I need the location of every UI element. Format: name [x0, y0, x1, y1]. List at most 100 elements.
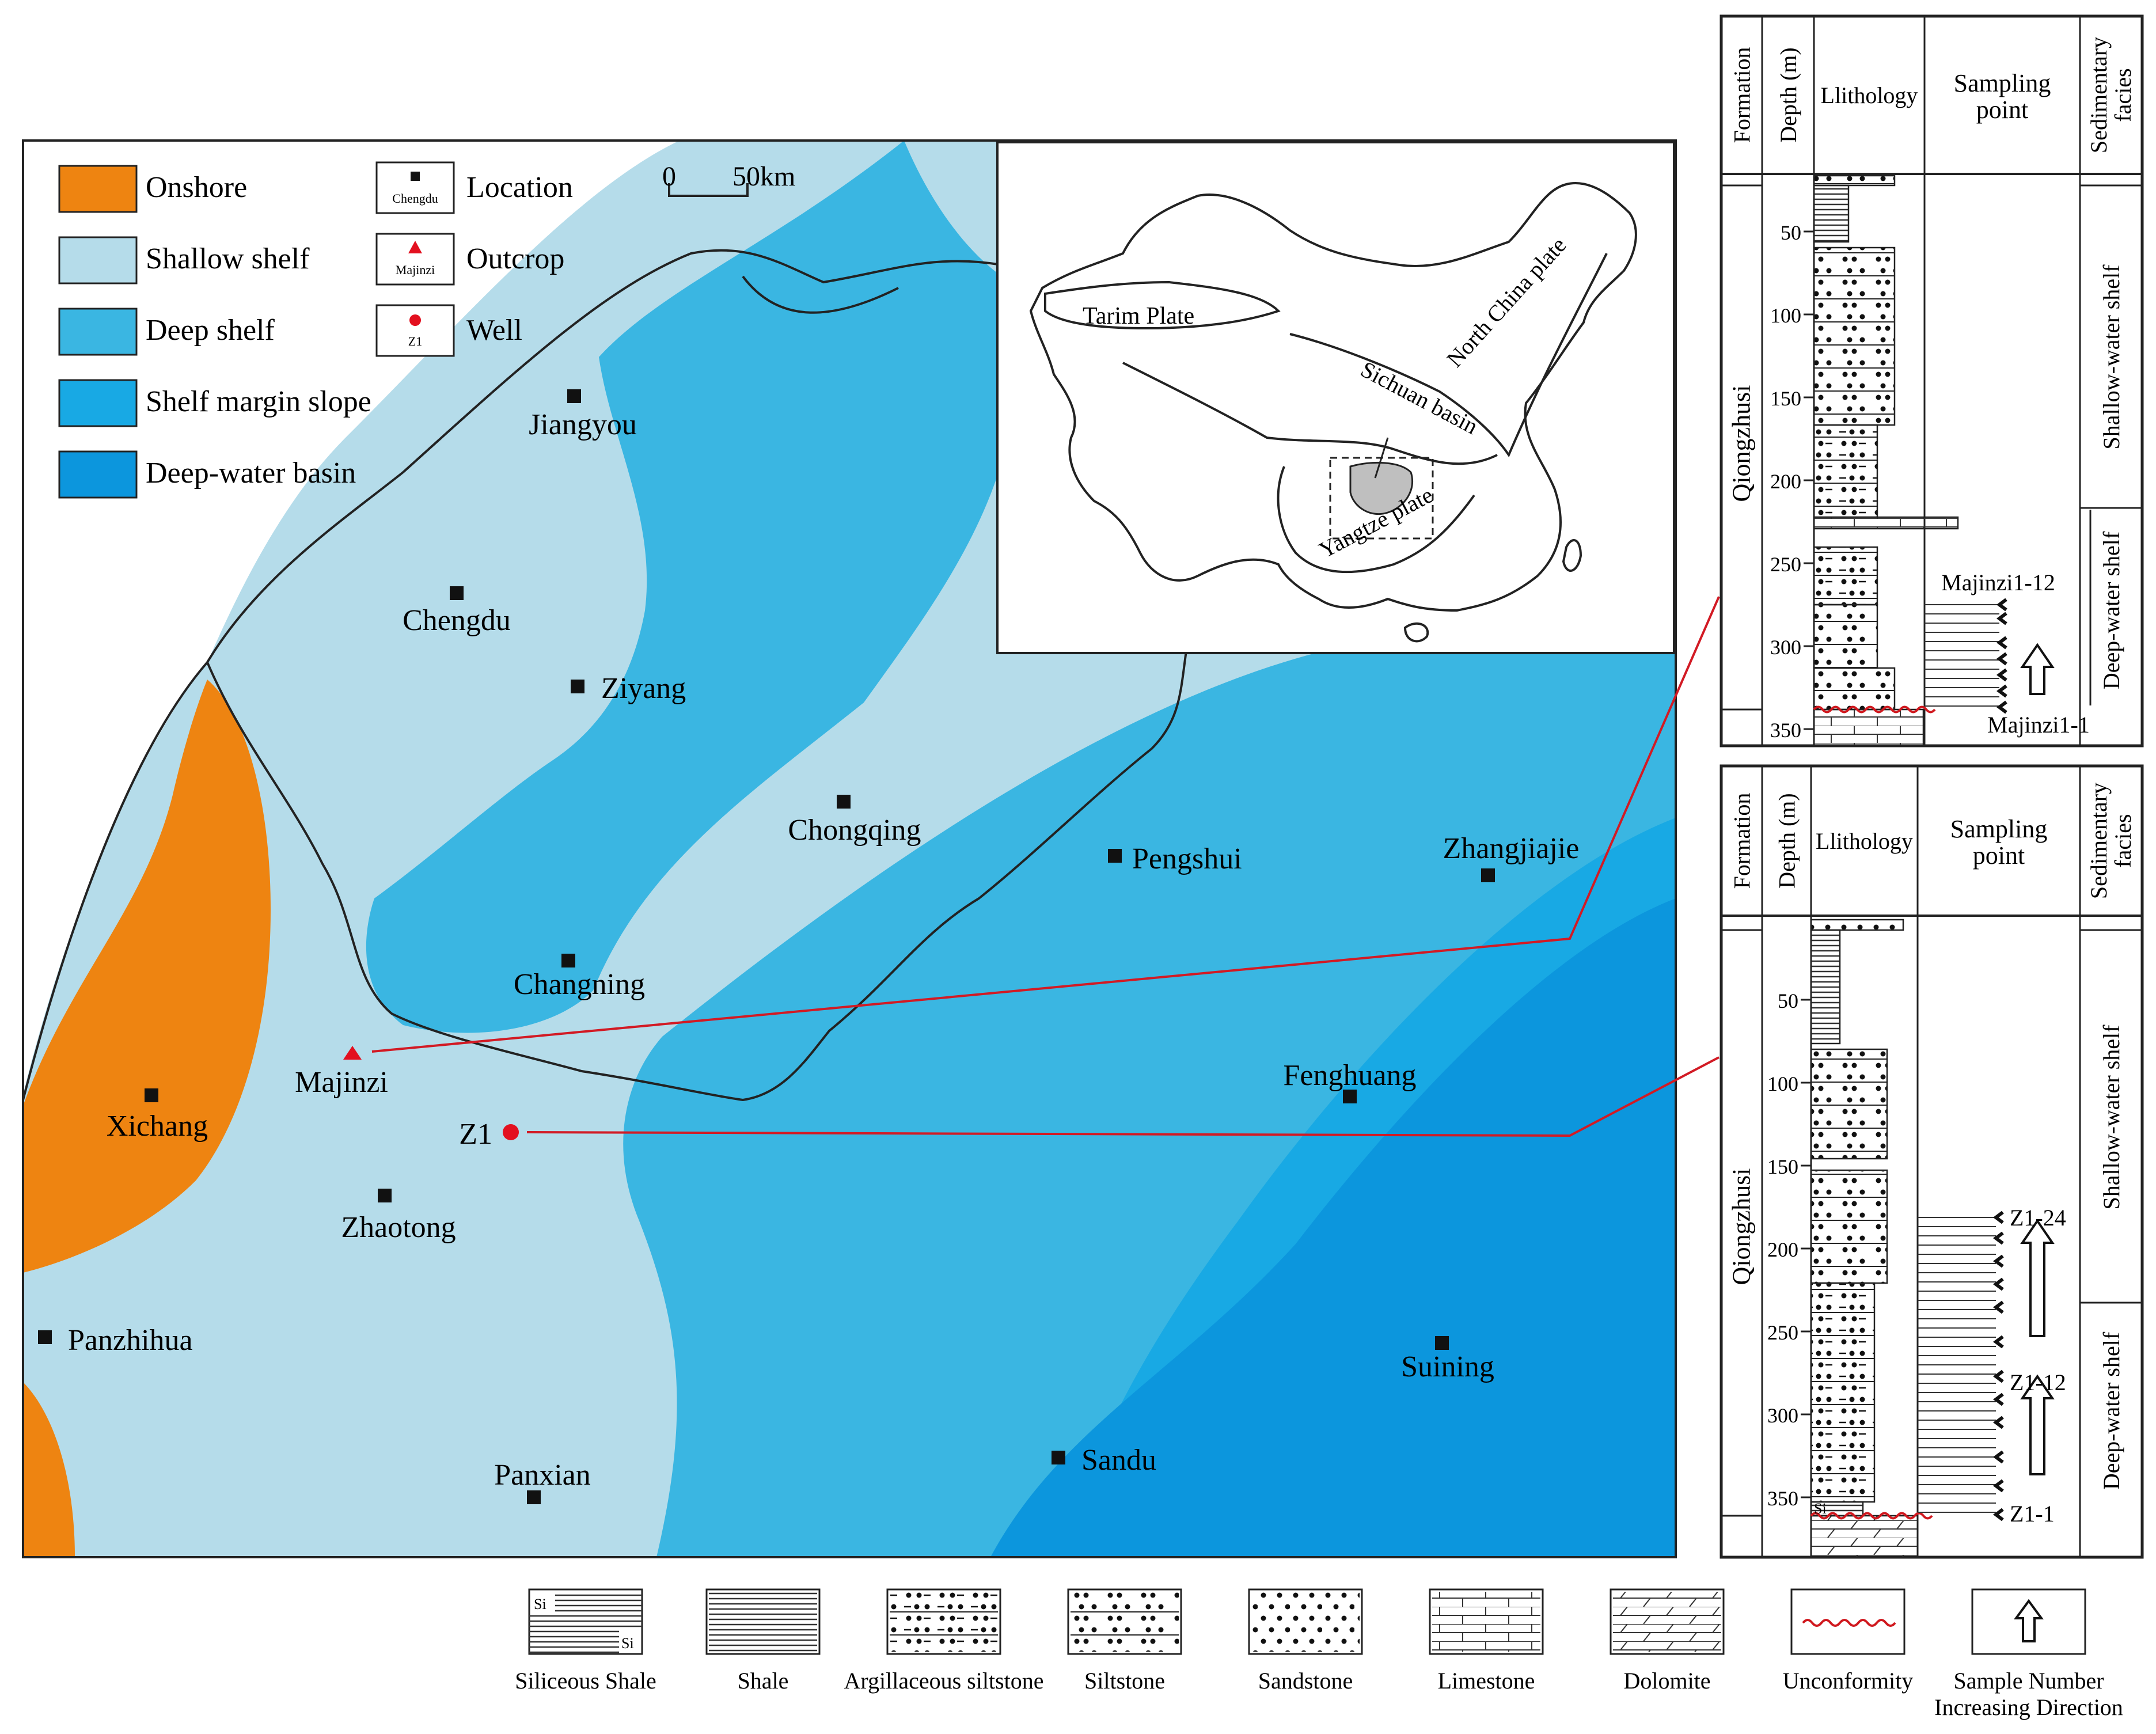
sample-marker-icon: [1993, 1369, 2004, 1383]
city-label-zhangjiajie: Zhangjiajie: [1443, 832, 1580, 865]
location-square-icon: [571, 680, 584, 693]
city-label-chongqing: Chongqing: [788, 814, 921, 847]
location-square-icon: [1052, 1451, 1065, 1464]
lithology-layer-siltstone: [1810, 1169, 1888, 1284]
legend-label-location: Location: [466, 171, 573, 204]
depth-label: 250: [1770, 553, 1801, 576]
header-sampling: point: [1973, 841, 2025, 870]
header-lithology: Llithology: [1821, 82, 1918, 108]
china-outline: [1029, 182, 1637, 612]
region-upper-right-shallow: [904, 141, 1002, 276]
sample-marker-icon: [1993, 1277, 2004, 1291]
north-china-plate: [1289, 253, 1608, 458]
pattern-swatch: [1071, 1592, 1179, 1652]
legend-swatch-shallow-shelf: [58, 236, 138, 284]
sample-marker-icon: [1993, 1479, 2004, 1493]
location-square-icon: [145, 1088, 158, 1102]
depth-label: 150: [1770, 387, 1801, 410]
header-facies: facies: [2110, 68, 2136, 122]
lithology-layer-sandstone: [1810, 919, 1904, 931]
legend-sample-text: Chengdu: [392, 191, 438, 206]
legend-swatch-shelf-margin-slope: [58, 379, 138, 427]
city-label-panxian: Panxian: [494, 1459, 591, 1492]
legend-swatch-deep-shelf: [58, 308, 138, 356]
lithology-layer-siltstone: [1813, 174, 1896, 187]
depth-label: 350: [1767, 1487, 1798, 1510]
unconformity-line: [1813, 705, 1936, 714]
well-circle-icon: [503, 1124, 519, 1140]
city-label-xichang: Xichang: [107, 1110, 208, 1143]
header-facies: facies: [2110, 814, 2136, 867]
sample-direction-arrow-icon: [2020, 643, 2055, 695]
header-lithology: Llithology: [1816, 828, 1913, 854]
depth-label: 350: [1770, 719, 1801, 742]
sample-label-bottom: Z1-1: [2010, 1501, 2055, 1527]
pattern-swatch: [1251, 1592, 1360, 1652]
depth-label: 100: [1767, 1072, 1798, 1095]
legend-text: Sandstone: [1258, 1668, 1353, 1694]
scale-bar: [668, 183, 749, 197]
tarim-plate: [1044, 280, 1281, 330]
city-label-jiangyou: Jiangyou: [529, 408, 637, 441]
hainan-island: [1403, 622, 1429, 643]
header-depth: Depth (m): [1774, 793, 1800, 889]
sample-marker-icon: [1996, 700, 2007, 714]
lithology-layer-argsilt: [1810, 1282, 1876, 1503]
well-circle-icon: [409, 314, 421, 326]
sample-marker-icon: [1993, 1335, 2004, 1349]
legend-swatch-deep-water-basin: [58, 450, 138, 499]
location-square-icon: [1435, 1336, 1449, 1350]
outcrop-label-majinzi: Majinzi: [295, 1066, 388, 1099]
pattern-swatch: [1613, 1592, 1721, 1652]
header-facies: Sedimentary: [2086, 783, 2112, 899]
header-formation: Formation: [1729, 793, 1755, 889]
lithology-layer-limestone: [1813, 516, 1959, 530]
city-label-fenghuang: Fenghuang: [1283, 1059, 1416, 1092]
unconformity-icon: [1802, 1619, 1896, 1627]
location-square-icon: [1481, 868, 1495, 882]
legend-text: Argillaceous siltstone: [844, 1668, 1044, 1694]
formation-name: Qiongzhusi: [1728, 385, 1756, 502]
depth-label: 150: [1767, 1155, 1798, 1178]
legend-text: Sample Number: [1953, 1668, 2104, 1694]
header-sampling: Sampling: [1950, 815, 2048, 843]
legend-sample-text: Majinzi: [396, 263, 435, 277]
legend-item-siltstone: Siltstone: [1067, 1588, 1182, 1694]
depth-label: 200: [1767, 1238, 1798, 1261]
depth-label: 300: [1770, 636, 1801, 659]
header-formation: Formation: [1729, 47, 1755, 143]
outcrop-triangle-icon: [408, 241, 422, 253]
city-label-chengdu: Chengdu: [403, 604, 511, 637]
legend-text: Siliceous Shale: [515, 1668, 656, 1694]
sample-marker-icon: [1996, 598, 2007, 612]
location-square-icon: [378, 1189, 392, 1202]
depth-label: 100: [1770, 304, 1801, 327]
depth-label: 50: [1778, 989, 1798, 1012]
legend-item-dolomite: Dolomite: [1610, 1588, 1725, 1694]
region-onshore-sw: [23, 1382, 75, 1557]
facies-label: Deep-water shelf: [2098, 531, 2124, 689]
boundary-north: [742, 275, 899, 314]
well-label-z1: Z1: [459, 1118, 492, 1151]
lithology-layer-siltstone: [1813, 246, 1896, 426]
city-label-sandu: Sandu: [1081, 1444, 1156, 1477]
outcrop-triangle-icon: [343, 1046, 362, 1060]
si-label: Si: [621, 1635, 634, 1652]
location-square-icon: [38, 1330, 52, 1344]
legend-box-well: [375, 304, 455, 357]
basin-boundary: [206, 650, 1187, 1102]
legend-text: Increasing Direction: [1934, 1694, 2123, 1720]
sample-marker-icon: [1996, 612, 2007, 625]
legend-label-deep-water-basin: Deep-water basin: [146, 457, 356, 490]
legend-text: Dolomite: [1623, 1668, 1710, 1694]
sample-label-top: Z1-24: [2010, 1205, 2066, 1231]
legend-text: Siltstone: [1084, 1668, 1165, 1694]
sample-marker-icon: [1996, 668, 2007, 682]
legend-box-location: [375, 161, 455, 214]
depth-label: 200: [1770, 470, 1801, 493]
